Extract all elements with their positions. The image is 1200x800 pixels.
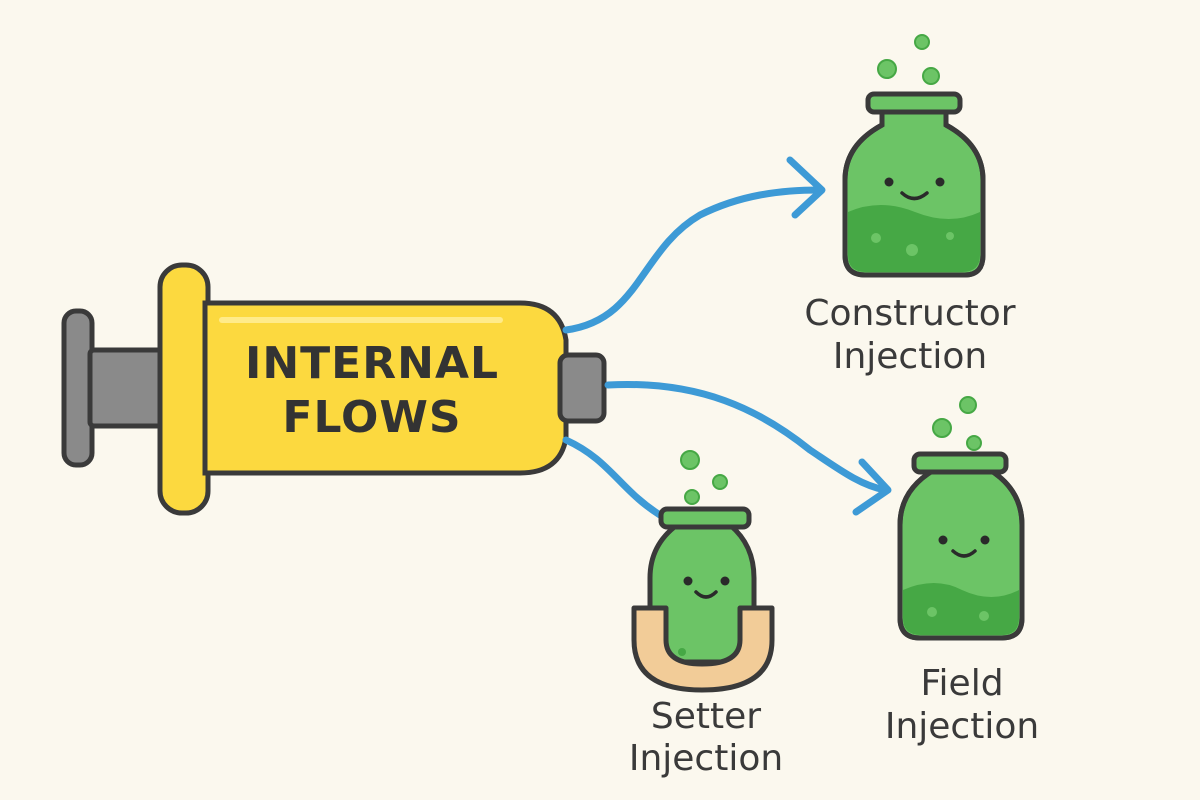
jar-eye-left — [683, 576, 693, 586]
bubble — [914, 34, 930, 50]
syringe-label-line1: INTERNAL — [245, 338, 499, 389]
setter-label-line2: Injection — [629, 738, 783, 779]
arrow-to-constructor — [562, 186, 824, 334]
field-jar — [897, 396, 1025, 641]
bubble — [966, 435, 982, 451]
jar-eye-left — [884, 177, 894, 187]
jar-rim — [658, 506, 752, 530]
constructor-jar — [842, 34, 986, 278]
bubble — [712, 474, 728, 490]
jar-eye-right — [720, 576, 730, 586]
jar-rim — [911, 451, 1009, 475]
jar-eye-right — [935, 177, 945, 187]
jar-smile — [900, 191, 929, 201]
arrowhead-field — [852, 458, 892, 516]
jar-smile — [694, 590, 718, 599]
syringe-flange — [157, 262, 211, 516]
constructor-label-line1: Constructor — [804, 293, 1015, 334]
syringe: INTERNAL FLOWS — [61, 262, 607, 516]
liquid-bubble — [906, 244, 918, 256]
jar-outline — [897, 467, 1025, 641]
liquid-bubble — [927, 607, 937, 617]
jar-eye-right — [980, 535, 990, 545]
field-label-line2: Injection — [885, 706, 1039, 747]
bubble — [877, 59, 897, 79]
liquid-bubble — [871, 233, 881, 243]
jar-outline — [842, 122, 986, 278]
jar-liquid — [848, 205, 980, 272]
bubble — [684, 489, 700, 505]
syringe-tip — [557, 352, 607, 424]
bubble — [932, 418, 952, 438]
bubble — [959, 396, 977, 414]
jar-liquid — [903, 583, 1019, 635]
arrow-to-field — [604, 380, 889, 494]
setter-label-line1: Setter — [651, 696, 761, 737]
syringe-label-line2: FLOWS — [282, 392, 461, 443]
jar-eye-left — [938, 535, 948, 545]
arrow-to-setter — [562, 436, 664, 519]
bubble — [680, 450, 700, 470]
constructor-label-line2: Injection — [833, 336, 987, 377]
field-label-line1: Field — [920, 663, 1003, 704]
bubble — [922, 67, 940, 85]
jar-rim — [865, 91, 963, 115]
jar-smile — [951, 549, 977, 558]
setter-holder — [631, 605, 775, 693]
setter-jar — [631, 450, 775, 693]
liquid-bubble — [979, 611, 989, 621]
flow-arrows — [562, 156, 892, 519]
arrowhead-constructor — [786, 156, 826, 219]
liquid-bubble — [946, 232, 954, 240]
liquid-bubble — [678, 648, 686, 656]
